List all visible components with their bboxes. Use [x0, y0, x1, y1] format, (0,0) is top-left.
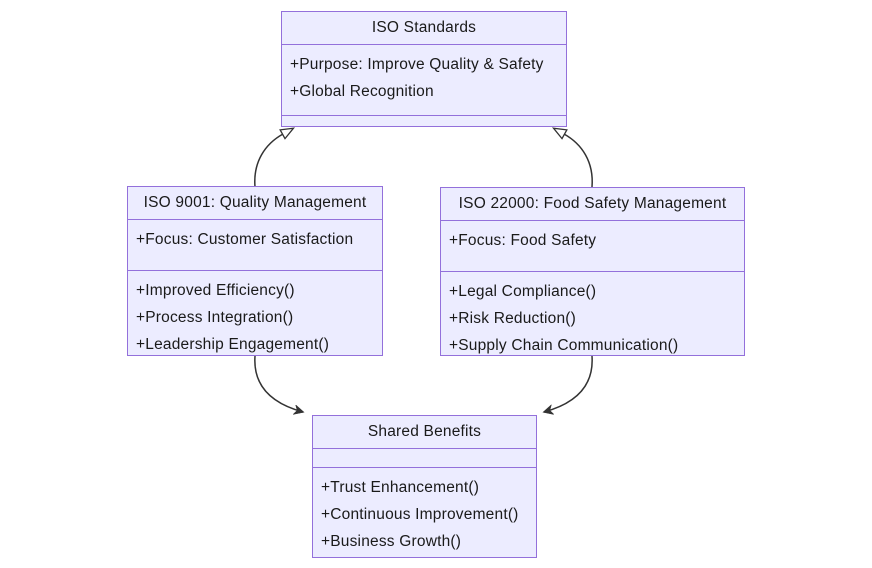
- class-attribute: +Purpose: Improve Quality & Safety: [290, 56, 544, 73]
- class-title: ISO 22000: Food Safety Management: [458, 195, 727, 212]
- class-title: Shared Benefits: [367, 423, 482, 440]
- attributes-section: +Focus: Customer Satisfaction: [128, 219, 382, 270]
- class-method: +Trust Enhancement(): [321, 479, 480, 496]
- class-method: +Process Integration(): [136, 309, 294, 326]
- class-box-shared-benefits: Shared Benefits +Trust Enhancement() +Co…: [312, 415, 537, 558]
- class-attribute: +Global Recognition: [290, 83, 434, 100]
- class-method: +Risk Reduction(): [449, 310, 577, 327]
- class-method: +Business Growth(): [321, 533, 462, 550]
- methods-section: +Improved Efficiency() +Process Integrat…: [128, 270, 382, 355]
- class-attribute: +Focus: Food Safety: [449, 232, 597, 249]
- class-box-iso-9001: ISO 9001: Quality Management +Focus: Cus…: [127, 186, 383, 356]
- methods-section: +Legal Compliance() +Risk Reduction() +S…: [441, 271, 744, 355]
- attributes-section: +Focus: Food Safety: [441, 220, 744, 271]
- edge-iso9001-to-isostandards: [254, 127, 296, 188]
- class-method: +Legal Compliance(): [449, 283, 597, 300]
- attributes-section-empty: [313, 448, 536, 467]
- class-title: ISO Standards: [371, 19, 477, 36]
- class-box-iso-standards: ISO Standards +Purpose: Improve Quality …: [281, 11, 567, 127]
- edge-iso22000-to-isostandards: [551, 127, 593, 188]
- class-method: +Improved Efficiency(): [136, 282, 295, 299]
- class-title: ISO 9001: Quality Management: [143, 194, 367, 211]
- class-method: +Leadership Engagement(): [136, 336, 330, 353]
- class-method: +Continuous Improvement(): [321, 506, 519, 523]
- class-method: +Supply Chain Communication(): [449, 337, 679, 354]
- edge-iso22000-to-sharedbenefits: [544, 355, 593, 412]
- attributes-section: +Purpose: Improve Quality & Safety +Glob…: [282, 44, 566, 115]
- methods-section: +Trust Enhancement() +Continuous Improve…: [313, 467, 536, 557]
- class-box-iso-22000: ISO 22000: Food Safety Management +Focus…: [440, 187, 745, 356]
- class-attribute: +Focus: Customer Satisfaction: [136, 231, 354, 248]
- edge-iso9001-to-sharedbenefits: [254, 355, 303, 412]
- methods-section-empty: [282, 115, 566, 126]
